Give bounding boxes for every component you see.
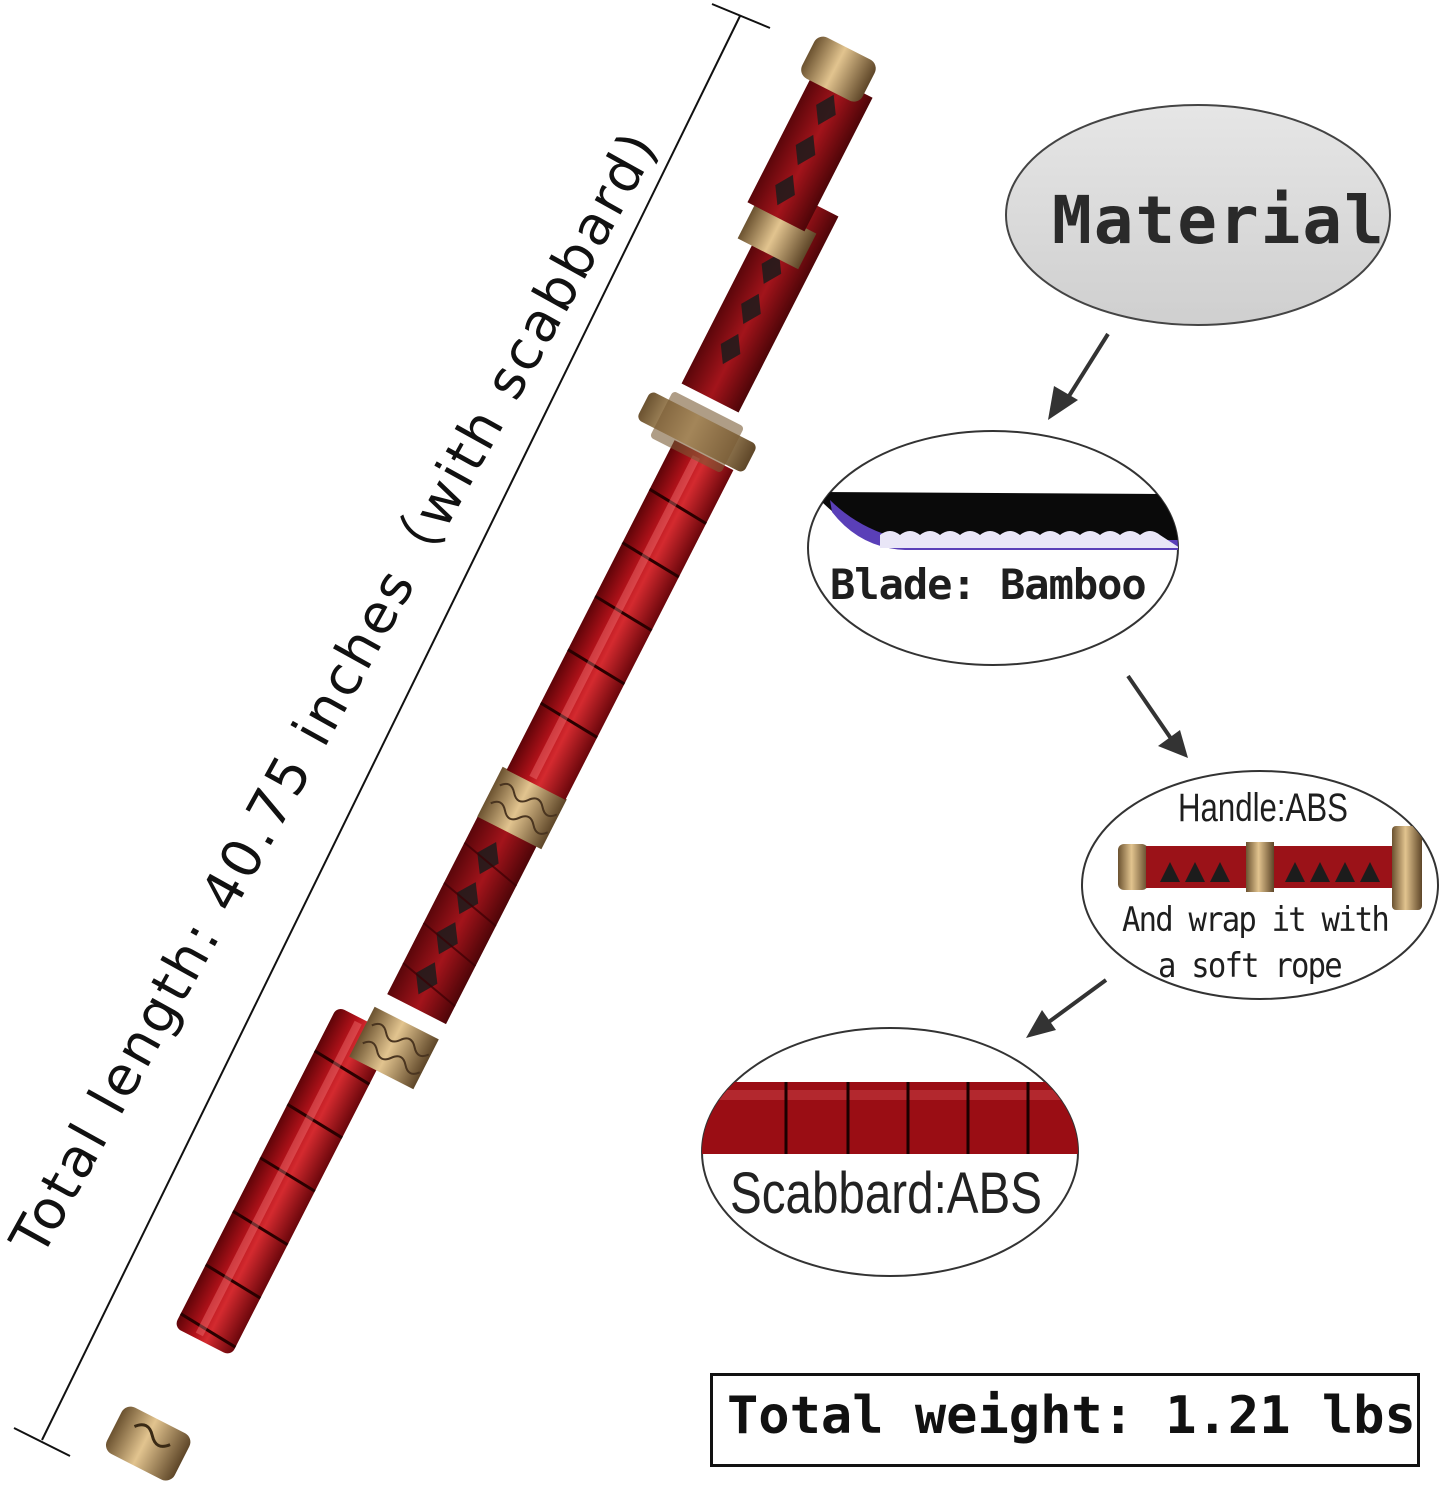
handle-note-line2: a soft rope bbox=[1158, 946, 1343, 986]
arrow-icon bbox=[1126, 674, 1188, 758]
arrow-icon bbox=[1026, 978, 1108, 1038]
arrow-icon bbox=[1048, 332, 1110, 420]
total-weight-box: Total weight: 1.21 lbs bbox=[710, 1373, 1420, 1467]
total-weight-label: Total weight: 1.21 lbs bbox=[727, 1386, 1416, 1446]
scabbard-material-label: Scabbard:ABS bbox=[730, 1161, 1042, 1226]
katana-image bbox=[105, 36, 876, 1481]
scabbard-bubble bbox=[701, 1027, 1079, 1277]
blade-material-label: Blade: Bamboo bbox=[830, 560, 1147, 609]
handle-bubble bbox=[1081, 770, 1439, 1000]
handle-note-line1: And wrap it with bbox=[1122, 900, 1390, 940]
blade-bubble bbox=[807, 430, 1179, 666]
material-title: Material bbox=[1052, 182, 1386, 259]
handle-material-label: Handle:ABS bbox=[1178, 786, 1348, 830]
material-bubble bbox=[1005, 104, 1391, 326]
dimension-line bbox=[13, 3, 771, 1457]
